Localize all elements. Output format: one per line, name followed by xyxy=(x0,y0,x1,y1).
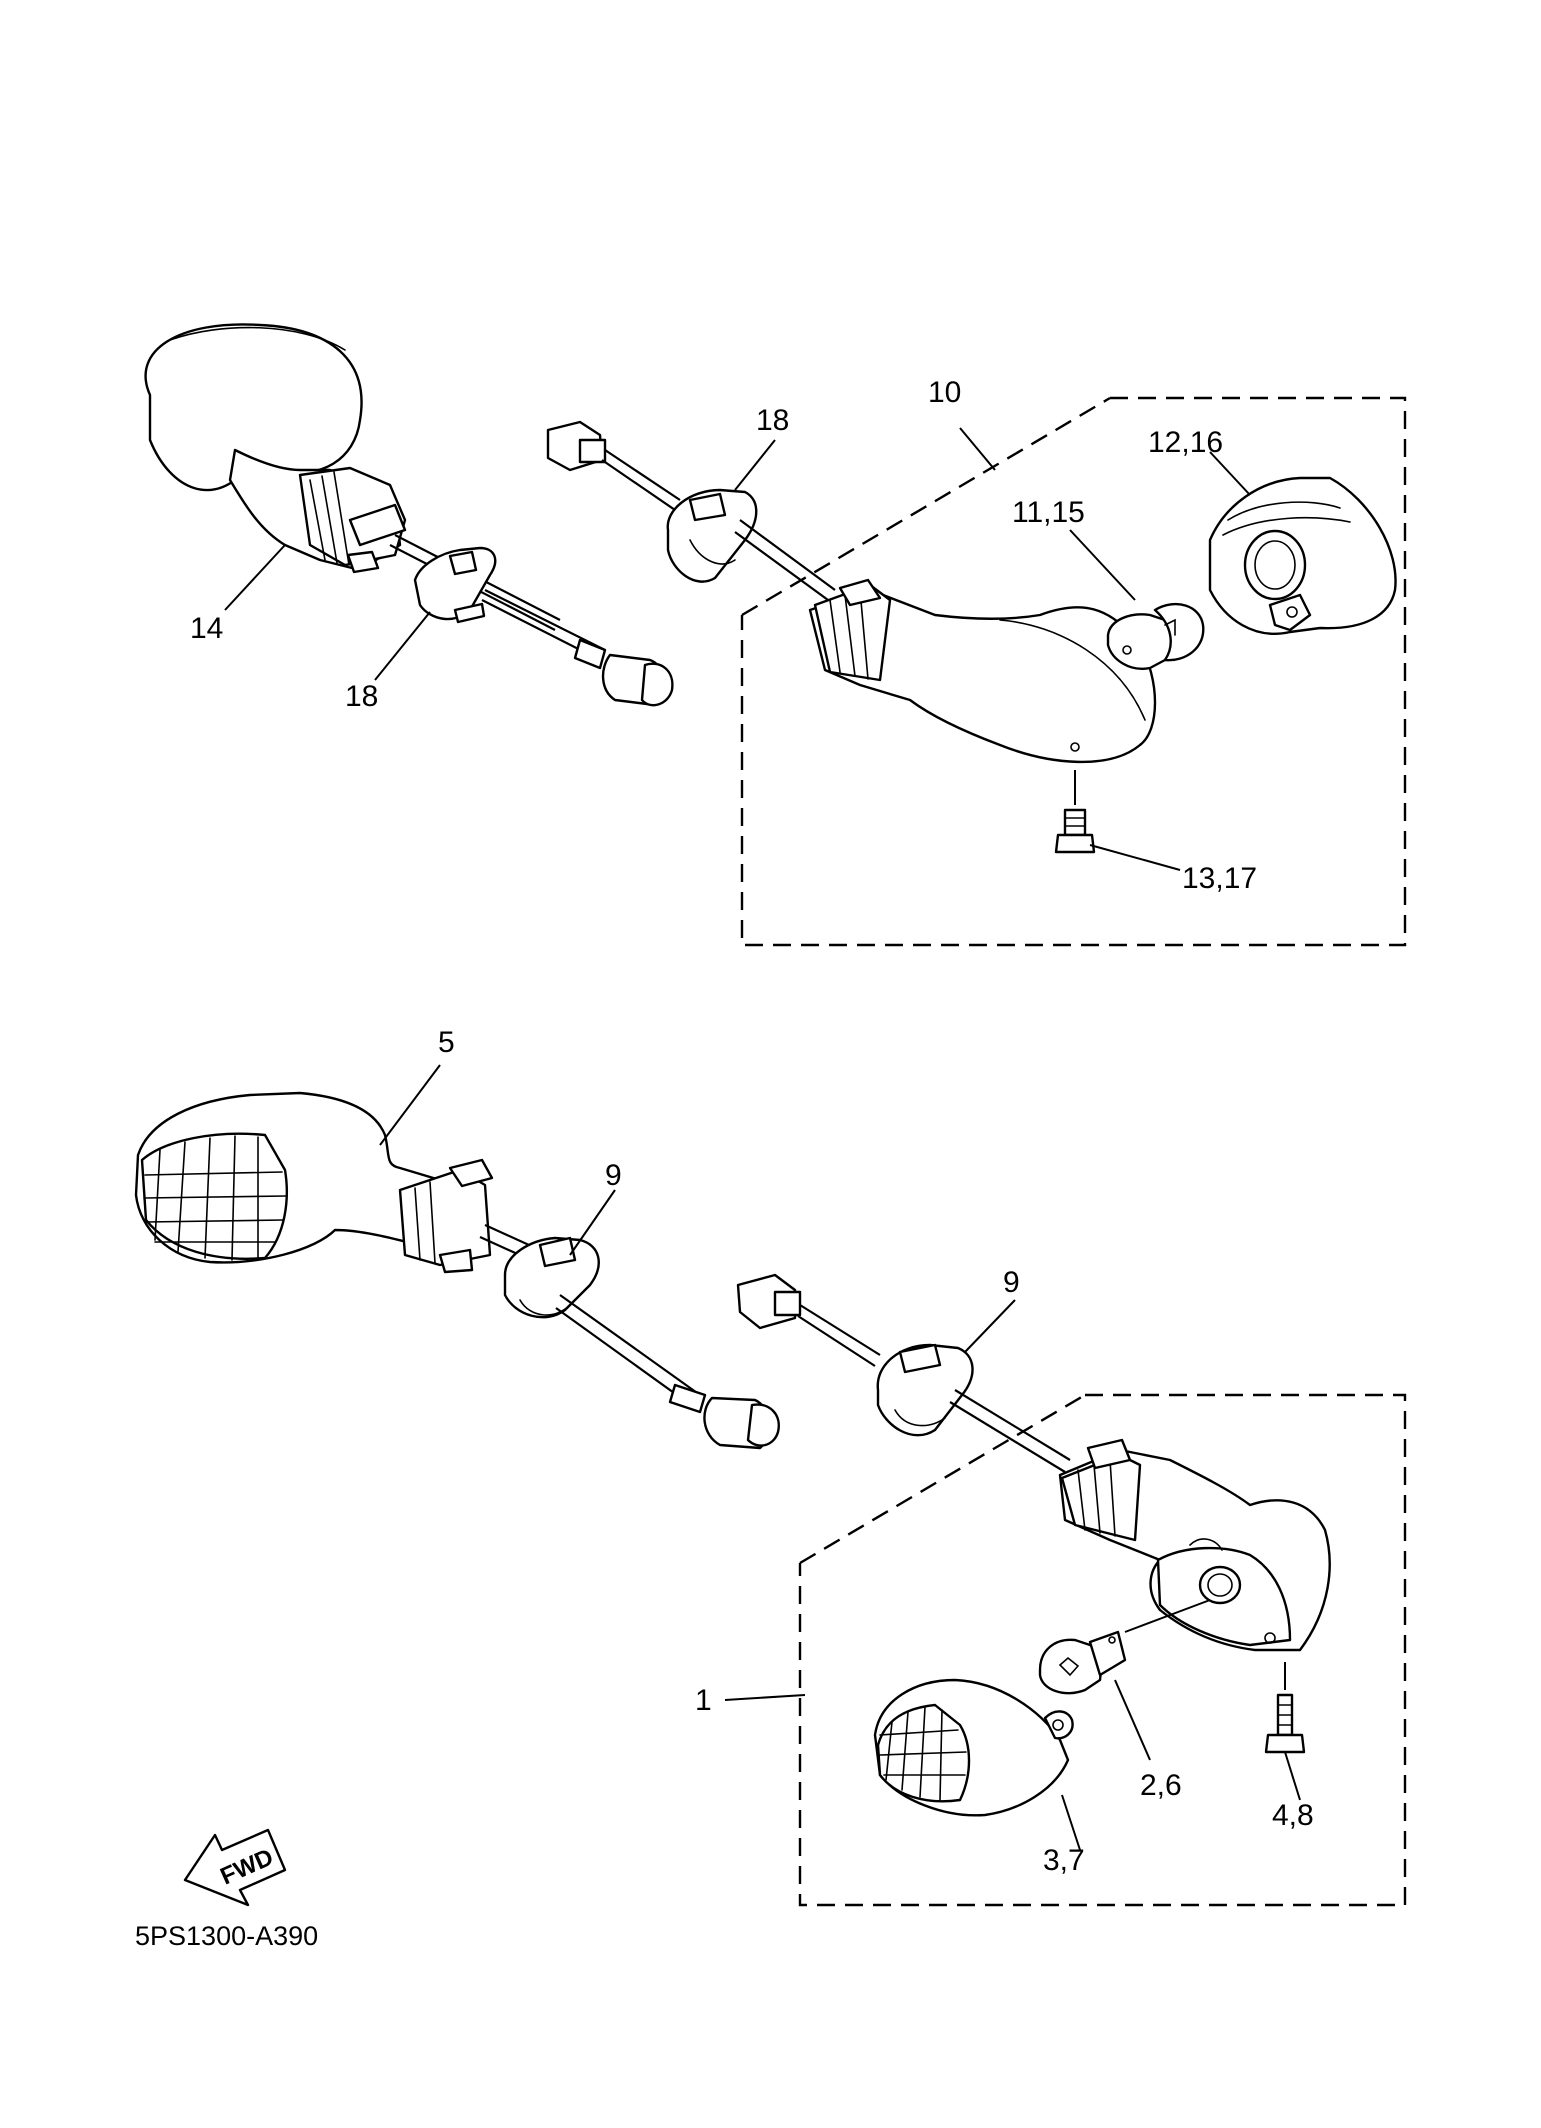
connector-lower xyxy=(736,1273,881,1367)
callout-14: 14 xyxy=(190,612,223,645)
callout-12-16: 12,16 xyxy=(1148,426,1223,459)
leader-lines xyxy=(224,427,1301,1851)
shaft-lower-right-2 xyxy=(949,1401,1066,1473)
callout-9-right: 9 xyxy=(1003,1266,1020,1299)
bulb-2-6 xyxy=(1038,1599,1211,1695)
turn-signal-1 xyxy=(1058,1438,1331,1652)
screw-4-8 xyxy=(1264,1662,1306,1754)
bulb-11-15 xyxy=(1106,602,1205,670)
grommet-18-right xyxy=(666,488,758,583)
turn-signal-14 xyxy=(144,323,561,631)
assembly-box-10-diag xyxy=(741,396,1111,617)
callout-4-8: 4,8 xyxy=(1272,1799,1314,1832)
callout-10: 10 xyxy=(928,376,961,409)
connector-upper xyxy=(546,420,681,511)
turn-signal-5 xyxy=(134,1091,494,1274)
grommet-18-left xyxy=(413,546,497,624)
callout-1: 1 xyxy=(695,1684,712,1717)
callout-9-left: 9 xyxy=(605,1159,622,1192)
wire-connector-left xyxy=(481,589,674,707)
callout-3-7: 3,7 xyxy=(1043,1844,1085,1877)
turn-signal-10 xyxy=(808,578,1157,764)
lens-3-7 xyxy=(873,1678,1074,1817)
lens-12-16 xyxy=(1208,476,1397,635)
callout-11-15: 11,15 xyxy=(1012,496,1085,529)
grommet-9-left xyxy=(503,1236,600,1319)
callout-18-right: 18 xyxy=(756,404,789,437)
fwd-arrow-icon: FWD xyxy=(183,1828,287,1907)
shaft-upper-right-2 xyxy=(734,531,829,601)
screw-13-17 xyxy=(1054,770,1096,854)
callout-2-6: 2,6 xyxy=(1140,1769,1182,1802)
shaft-upper-right xyxy=(739,519,836,591)
callout-18-left: 18 xyxy=(345,680,378,713)
shaft-lower-right xyxy=(954,1389,1071,1461)
wire-connector-lower-left xyxy=(555,1294,780,1450)
callout-5: 5 xyxy=(438,1026,455,1059)
diagram-code: 5PS1300-A390 xyxy=(135,1921,318,1951)
assembly-box-1 xyxy=(798,1393,1407,1907)
grommet-9-right xyxy=(876,1343,974,1437)
assembly-box-10 xyxy=(740,396,1407,947)
callout-13-17: 13,17 xyxy=(1182,862,1257,895)
